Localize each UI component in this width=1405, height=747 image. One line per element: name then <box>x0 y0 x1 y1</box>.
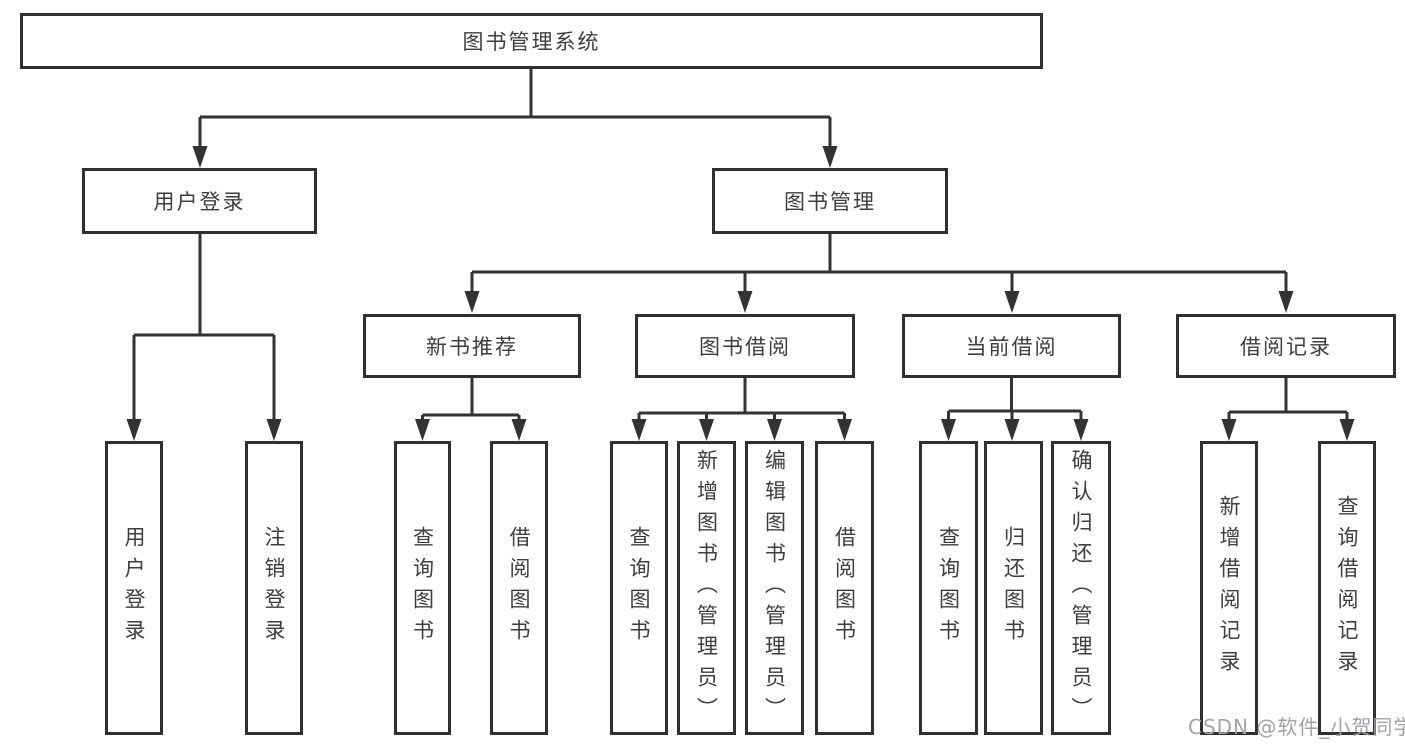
node-label: 用户登录 <box>153 190 246 214</box>
node-label: 归还图书 <box>1001 526 1026 650</box>
leaf-query-borrow-record: 查询借阅记录 <box>1318 441 1376 735</box>
leaf-add-books-admin: 新增图书（管理员） <box>677 441 736 735</box>
leaf-add-borrow-record: 新增借阅记录 <box>1200 441 1258 735</box>
leaf-logout-login: 注销登录 <box>245 441 303 735</box>
node-label: 查询图书 <box>627 526 652 650</box>
node-label: 用户登录 <box>122 526 147 650</box>
leaf-query-books-borrow: 查询图书 <box>610 441 668 735</box>
leaf-return-books: 归还图书 <box>984 441 1043 735</box>
leaf-confirm-return-admin: 确认归还（管理员） <box>1051 441 1111 735</box>
node-label: 查询借阅记录 <box>1335 495 1360 681</box>
node-user-login: 用户登录 <box>82 168 317 234</box>
node-label: 借阅图书 <box>507 526 532 650</box>
node-label: 图书借阅 <box>699 335 791 359</box>
leaf-borrow-books-recommend: 借阅图书 <box>490 441 548 735</box>
node-label: 当前借阅 <box>965 335 1058 359</box>
node-book-management: 图书管理 <box>712 168 948 234</box>
node-label: 新书推荐 <box>426 335 518 359</box>
node-current-borrow: 当前借阅 <box>902 314 1121 378</box>
node-label: 借阅记录 <box>1240 335 1332 359</box>
leaf-query-books-current: 查询图书 <box>919 441 978 735</box>
node-label: 确认归还（管理员） <box>1069 448 1094 728</box>
leaf-borrow-books: 借阅图书 <box>815 441 874 735</box>
node-label: 新增借阅记录 <box>1217 495 1242 681</box>
node-label: 查询图书 <box>936 526 961 650</box>
node-root-system: 图书管理系统 <box>20 13 1043 69</box>
leaf-user-login: 用户登录 <box>105 441 163 735</box>
node-label: 编辑图书（管理员） <box>762 448 787 728</box>
node-new-book-recommend: 新书推荐 <box>363 314 581 378</box>
leaf-edit-books-admin: 编辑图书（管理员） <box>745 441 804 735</box>
node-borrow-records: 借阅记录 <box>1176 314 1396 378</box>
node-label: 查询图书 <box>410 526 435 650</box>
node-label: 新增图书（管理员） <box>694 448 719 728</box>
node-label: 图书管理 <box>784 190 876 214</box>
node-book-borrow: 图书借阅 <box>635 314 855 378</box>
node-label: 借阅图书 <box>832 526 857 650</box>
node-label: 注销登录 <box>262 526 287 650</box>
watermark: CSDN @软件_小贺同学 <box>1188 715 1405 739</box>
leaf-query-books-recommend: 查询图书 <box>394 441 451 735</box>
node-label: 图书管理系统 <box>462 30 601 54</box>
